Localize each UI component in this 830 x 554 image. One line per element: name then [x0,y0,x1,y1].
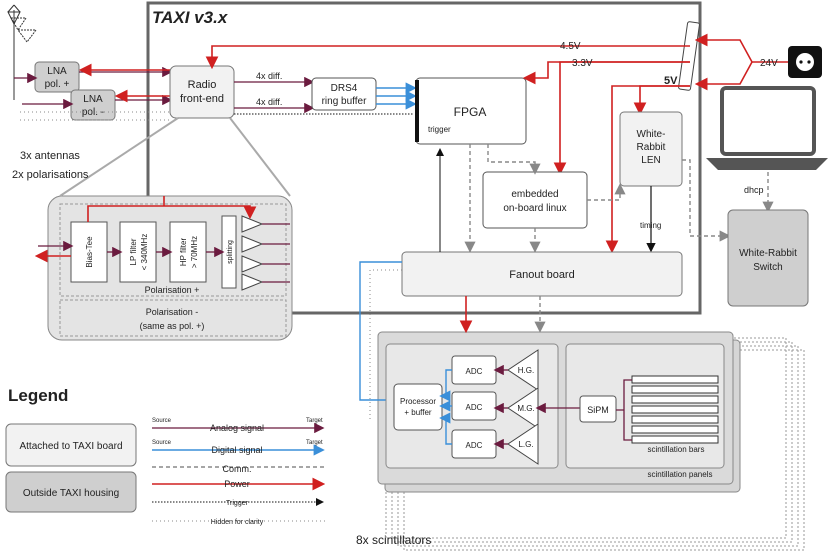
legend-power-label: Power [224,479,250,489]
legend-comm-label: Comm. [223,464,252,474]
scintillation-bars [631,375,719,444]
wr-switch-label: White-Rabbit [739,248,797,259]
processor-sublabel: + buffer [404,408,432,417]
sipm-label: SiPM [587,405,609,415]
voltage-5-label: 5V [664,75,678,87]
legend-digital-label: Digital signal [211,445,262,455]
drs4-sublabel: ring buffer [322,96,368,107]
processor-buffer [393,383,443,431]
legend-title: Legend [8,386,68,405]
taxi-housing [146,1,702,315]
radio-front-end [169,65,235,119]
adc-hg-label: ADC [466,367,483,376]
wr-len-label-1: White- [637,129,666,140]
radio-sublabel: front-end [180,93,224,105]
voltage-33-label: 3.3V [572,58,593,69]
polarisations-label: 2x polarisations [12,169,89,181]
inset-amplifiers [241,215,264,291]
legend-source-1: Source [152,418,172,424]
lp-filter [119,221,157,283]
laptop-icon [706,86,828,170]
lp-filter-sublabel: < 340MHz [140,234,149,271]
drs4-label: DRS4 [331,83,358,94]
amp-mg-label: M.G. [517,404,534,413]
adc-lg-label: ADC [466,441,483,450]
fanout-board [401,251,683,297]
sipm [579,395,617,423]
antenna-icon [7,4,37,100]
lna-plus-label: LNA [47,66,67,77]
legend-source-2: Source [152,440,172,446]
housing-title: TAXI v3.x [152,8,229,27]
legend-attached-label: Attached to TAXI board [19,441,122,452]
legend-outside-label: Outside TAXI housing [23,488,119,499]
lp-filter-label: LP filter [129,238,138,265]
pol-minus-label: Polarisation - [146,307,199,317]
bias-tee-label: Bias-Tee [85,236,94,268]
legend-target-2: Target [306,440,323,446]
legend-attached-swatch [5,423,137,467]
diff-bottom-label: 4x diff. [256,97,282,107]
drs4-ring-buffer [311,77,377,111]
legend-target-1: Target [306,418,323,424]
linux-sublabel: on-board linux [503,203,566,214]
hp-filter [169,221,207,283]
fanout-label: Fanout board [509,269,574,281]
hp-filter-label: HP filter [179,238,188,267]
processor-label: Processor [400,397,436,406]
lna-minus-label: LNA [83,94,103,105]
linux-label: embedded [511,189,558,200]
fpga-label: FPGA [454,105,487,119]
white-rabbit-switch [727,209,809,307]
legend-trigger-label: Trigger [226,500,249,507]
legend-outside-swatch [5,471,137,513]
antennas-label: 3x antennas [20,150,80,162]
power-connector [678,21,700,91]
wr-len-label-2: Rabbit [637,142,666,153]
scint-bars-label: scintillation bars [648,445,705,454]
scint-panels-label: scintillation panels [648,470,713,479]
adc-chain [451,349,539,465]
adc-mg-label: ADC [466,403,483,412]
diff-top-label: 4x diff. [256,71,282,81]
hp-filter-sublabel: > 70MHz [190,236,199,268]
amp-lg-label: L.G. [518,440,533,449]
radio-label: Radio [188,79,217,91]
wr-switch-sublabel: Switch [753,262,782,273]
amp-hg-label: H.G. [518,366,534,375]
dhcp-label: dhcp [744,185,764,195]
timing-label: timing [640,221,661,230]
legend-hidden-label: Hidden for clarity [211,519,264,526]
embedded-linux [482,171,588,229]
power-socket-icon [788,46,822,78]
pol-plus-label: Polarisation + [145,285,200,295]
pol-minus-sublabel: (same as pol. +) [140,321,205,331]
scintillators-count-label: 8x scintillators [356,533,431,547]
trigger-label: trigger [428,125,451,134]
legend-analog-label: Analog signal [210,423,264,433]
voltage-45-label: 4.5V [560,41,581,52]
splitting-label: splitting [227,240,234,264]
wr-len-label-3: LEN [641,155,660,166]
lna-plus-sublabel: pol. + [45,79,70,90]
voltage-24-label: 24V [760,58,778,69]
